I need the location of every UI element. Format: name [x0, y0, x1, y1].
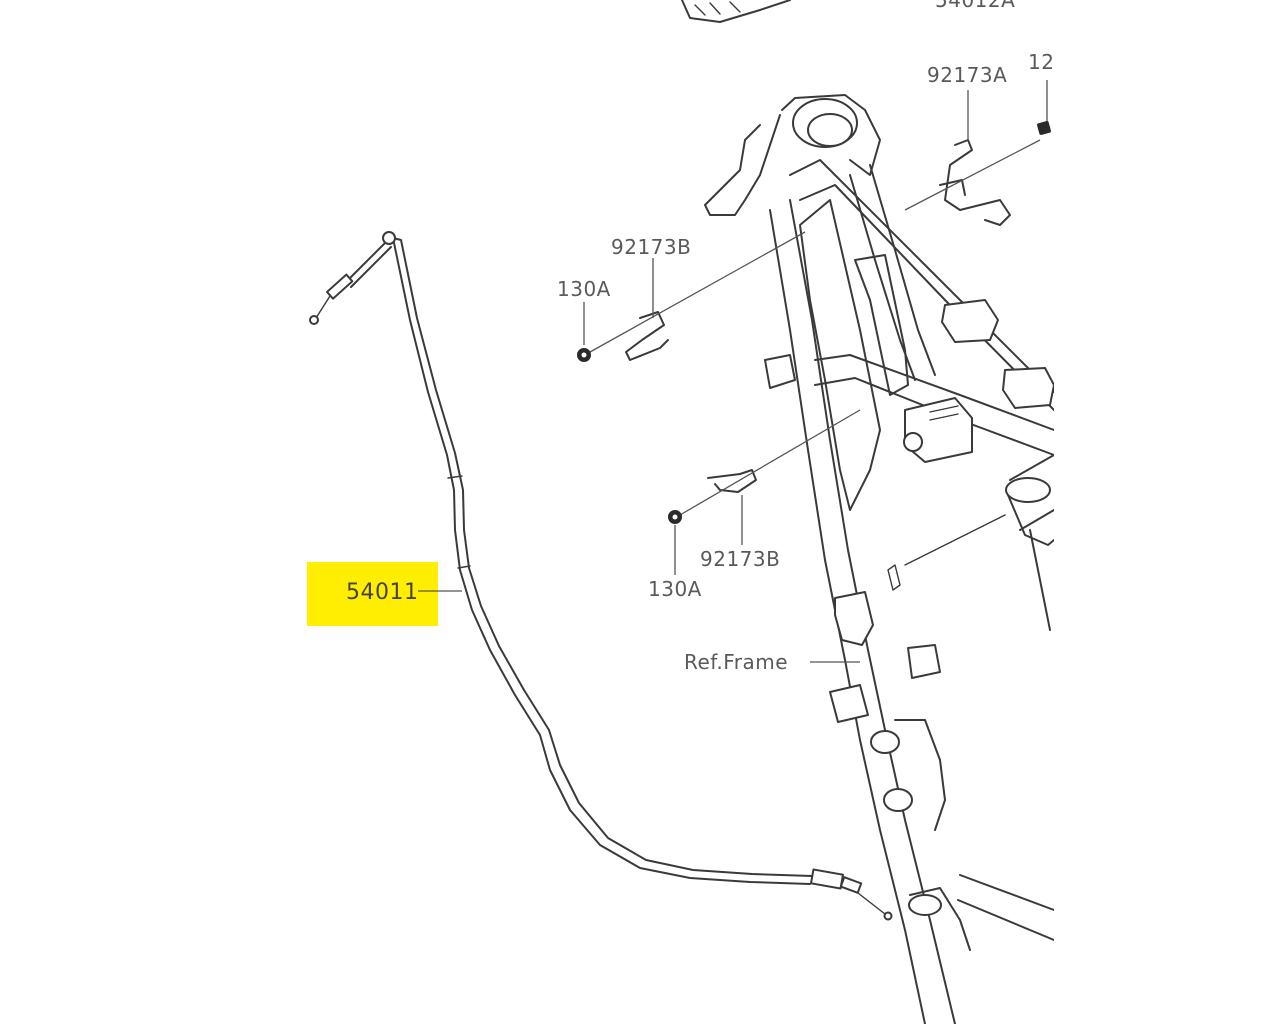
- clip-92173b-lower: [679, 409, 861, 545]
- callout-ref-frame: Ref.Frame: [684, 650, 788, 674]
- callout-92173b-upper[interactable]: 92173B: [611, 235, 691, 259]
- callout-92173a[interactable]: 92173A: [927, 63, 1007, 87]
- part-54011-highlight: [307, 562, 438, 626]
- clip-92173a: [904, 90, 1041, 226]
- callout-top-cut: 54012A: [935, 0, 1015, 12]
- callout-top-right-cut: 12: [1028, 50, 1054, 74]
- right-margin: [1054, 0, 1280, 1024]
- frame-ref: [704, 94, 1055, 1024]
- top-cut-part: [681, 0, 791, 23]
- bolt-12-top-right: [1037, 80, 1051, 135]
- cable-54011[interactable]: [309, 231, 893, 921]
- clip-92173b-upper: [589, 231, 806, 361]
- callout-130a-upper[interactable]: 130A: [557, 277, 611, 301]
- callout-92173b-lower[interactable]: 92173B: [700, 547, 780, 571]
- callout-130a-lower[interactable]: 130A: [648, 577, 702, 601]
- callout-54011[interactable]: 54011: [346, 580, 419, 605]
- bolt-130a-lower: [668, 510, 682, 575]
- bolt-130a-upper: [577, 302, 591, 362]
